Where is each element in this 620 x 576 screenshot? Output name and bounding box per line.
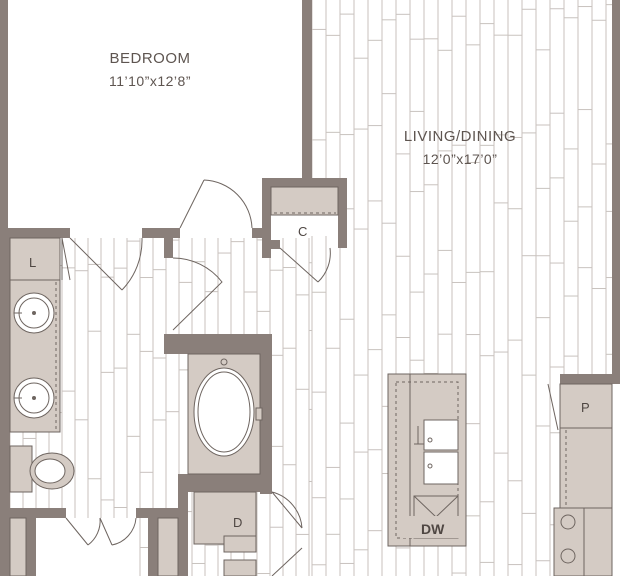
dryer-vent [223, 535, 257, 553]
shelf-bottom-mid [157, 517, 179, 576]
sink-1 [13, 292, 55, 334]
dryer-label: D [233, 515, 242, 530]
kitchen-island: DW [387, 373, 467, 547]
bedroom-floor [8, 0, 302, 228]
closet-shelf [270, 186, 339, 216]
sink-bowl-1 [423, 419, 459, 451]
dishwasher-label: DW [421, 521, 445, 537]
bedroom-dims: 11’10”x12’8” [109, 73, 191, 89]
living-dining-dims: 12’0”x17’0” [423, 151, 498, 167]
pantry-label: P [581, 400, 590, 415]
hall-closet-floor [36, 518, 136, 576]
pantry [559, 383, 613, 429]
living-dining-label: LIVING/DINING [404, 128, 516, 145]
bathtub [187, 353, 263, 475]
range [553, 507, 613, 576]
linen-label: L [29, 255, 36, 270]
dryer [193, 491, 257, 545]
sink-2 [13, 377, 55, 419]
linen-cabinet [9, 237, 61, 281]
shelf-bottom-left [9, 517, 27, 576]
bedroom-label: BEDROOM [109, 50, 190, 67]
closet-label: C [298, 224, 307, 239]
toilet [9, 445, 75, 493]
washer [223, 559, 257, 576]
doors [61, 179, 559, 576]
